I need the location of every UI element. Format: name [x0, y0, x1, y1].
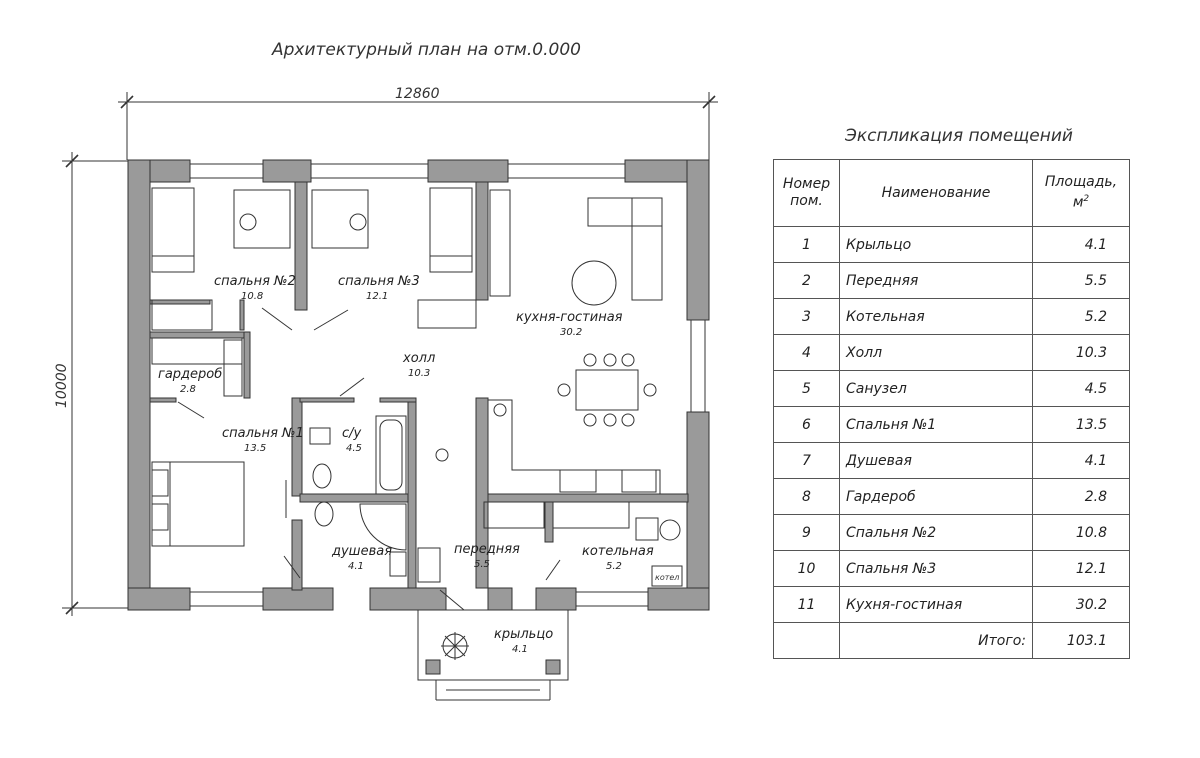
cell-name: Спальня №3	[839, 550, 1033, 587]
table-total-row: Итого: 103.1	[773, 622, 1130, 659]
room-name-wardrobe: гардероб	[158, 367, 222, 382]
doors	[177, 307, 561, 611]
room-name-porch: крыльцо	[494, 627, 553, 642]
cell-name: Кухня-гостиная	[839, 586, 1033, 623]
room-area-hall: 10.3	[408, 368, 430, 379]
cell-name: Котельная	[839, 298, 1033, 335]
table-title: Экспликация помещений	[845, 126, 1073, 146]
cell-name: Холл	[839, 334, 1033, 371]
cell-area: 4.1	[1032, 226, 1130, 263]
porch	[417, 609, 569, 701]
cell-num: 4	[773, 334, 840, 371]
cell-name: Гардероб	[839, 478, 1033, 515]
total-label: Итого:	[839, 622, 1033, 659]
header-number-line2: пом.	[790, 193, 823, 209]
cell-num: 7	[773, 442, 840, 479]
room-area-shower: 4.1	[348, 561, 364, 572]
cell-num: 3	[773, 298, 840, 335]
cell-name: Передняя	[839, 262, 1033, 299]
room-name-shower: душевая	[331, 544, 392, 559]
header-area: Площадь, м2	[1032, 159, 1130, 227]
cell-area: 13.5	[1032, 406, 1130, 443]
cell-area: 4.1	[1032, 442, 1130, 479]
cell-num: 5	[773, 370, 840, 407]
cell-name: Санузел	[839, 370, 1033, 407]
cell-num: 9	[773, 514, 840, 551]
room-name-entry: передняя	[454, 542, 520, 557]
room-name-boiler: котельная	[582, 544, 654, 559]
room-area-porch: 4.1	[512, 644, 528, 655]
header-number-line1: Номер	[782, 176, 831, 192]
room-area-kitchen: 30.2	[560, 327, 582, 338]
room-area-bedroom1: 13.5	[244, 443, 266, 454]
cell-num: 6	[773, 406, 840, 443]
cell-num: 10	[773, 550, 840, 587]
interior-walls	[149, 181, 689, 591]
cell-num: 2	[773, 262, 840, 299]
header-area-sup: 2	[1083, 194, 1090, 205]
cell-area: 10.8	[1032, 514, 1130, 551]
table-header-row: Номер пом. Наименование Площадь, м2	[773, 159, 1130, 227]
header-area-line1: Площадь,	[1044, 174, 1118, 191]
room-area-bedroom2: 10.8	[241, 291, 263, 302]
header-number: Номер пом.	[773, 159, 840, 227]
room-name-bedroom2: спальня №2	[214, 274, 296, 289]
cell-name: Душевая	[839, 442, 1033, 479]
cell-area: 2.8	[1032, 478, 1130, 515]
room-area-bedroom3: 12.1	[366, 291, 388, 302]
dimension-lines	[62, 92, 718, 616]
total-empty-cell	[773, 622, 840, 659]
room-area-entry: 5.5	[474, 559, 490, 570]
header-name: Наименование	[839, 159, 1033, 227]
cell-name: Спальня №1	[839, 406, 1033, 443]
cell-area: 4.5	[1032, 370, 1130, 407]
room-area-wardrobe: 2.8	[180, 384, 196, 395]
cell-area: 30.2	[1032, 586, 1130, 623]
width-dimension-label: 12860	[395, 86, 440, 102]
cell-area: 5.2	[1032, 298, 1130, 335]
cell-num: 11	[773, 586, 840, 623]
room-name-kitchen: кухня-гостиная	[516, 310, 623, 325]
cell-num: 1	[773, 226, 840, 263]
room-name-wc: с/у	[342, 426, 362, 441]
room-name-bedroom3: спальня №3	[338, 274, 420, 289]
cell-area: 12.1	[1032, 550, 1130, 587]
boiler-label: котел	[655, 573, 679, 582]
room-area-wc: 4.5	[346, 443, 362, 454]
height-dimension-label: 10000	[54, 363, 70, 408]
cell-name: Крыльцо	[839, 226, 1033, 263]
total-value: 103.1	[1032, 622, 1130, 659]
cell-area: 10.3	[1032, 334, 1130, 371]
exterior-walls	[127, 159, 710, 611]
cell-name: Спальня №2	[839, 514, 1033, 551]
room-labels: спальня №2 10.8 спальня №3 12.1 кухня-го…	[158, 274, 654, 655]
plan-title: Архитектурный план на отм.0.000	[272, 40, 581, 60]
furniture	[151, 187, 683, 587]
header-area-unit: м	[1072, 194, 1084, 211]
room-name-bedroom1: спальня №1	[222, 426, 304, 441]
cell-area: 5.5	[1032, 262, 1130, 299]
room-name-hall: холл	[402, 351, 435, 366]
room-area-boiler: 5.2	[606, 561, 622, 572]
cell-num: 8	[773, 478, 840, 515]
